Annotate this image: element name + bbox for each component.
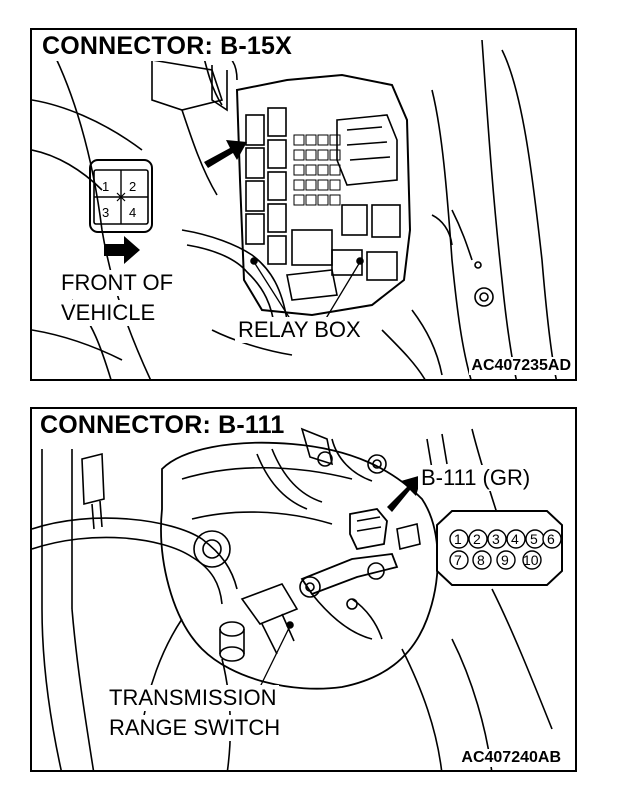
transmission-range-switch-label-line2: RANGE SWITCH	[106, 715, 284, 741]
front-of-vehicle-label-line2: VEHICLE	[58, 300, 159, 326]
relay-box-label: RELAY BOX	[235, 317, 364, 343]
pin-label: 9	[501, 552, 509, 568]
pin-label: 2	[473, 531, 481, 547]
pin-label: 1	[454, 531, 462, 547]
pin-label: 7	[454, 552, 462, 568]
pin-label: 8	[477, 552, 485, 568]
transmission-range-switch-label: TRANSMISSION	[106, 685, 280, 711]
figure-code: AC407240AB	[459, 749, 563, 767]
connector-b15x-panel: CONNECTOR: B-15X 1 2 3 4 FRONT OF VEHICL…	[30, 28, 577, 381]
pin-label: 4	[129, 205, 136, 220]
connector-title: CONNECTOR: B-111	[38, 411, 287, 440]
connector-id-label: B-111 (GR)	[418, 465, 534, 491]
pin-label: 2	[129, 179, 136, 194]
pin-label: 10	[523, 552, 539, 568]
connector-title: CONNECTOR: B-15X	[40, 32, 294, 61]
pin-label: 5	[530, 531, 538, 547]
pin-label: 3	[492, 531, 500, 547]
front-of-vehicle-label: FRONT OF	[58, 270, 177, 296]
pin-label: 3	[102, 205, 109, 220]
connector-face-pins: 1 2 3 4 5 6 7 8 9 10	[454, 531, 555, 568]
pin-label: 4	[511, 531, 519, 547]
pin-label: 1	[102, 179, 109, 194]
figure-code: AC407235AD	[469, 357, 573, 375]
pin-label: 6	[547, 531, 555, 547]
connector-face-pins: 1 2 3 4	[102, 179, 136, 220]
connector-b111-panel: CONNECTOR: B-111 B-111 (GR) 1 2 3 4 5 6 …	[30, 407, 577, 772]
